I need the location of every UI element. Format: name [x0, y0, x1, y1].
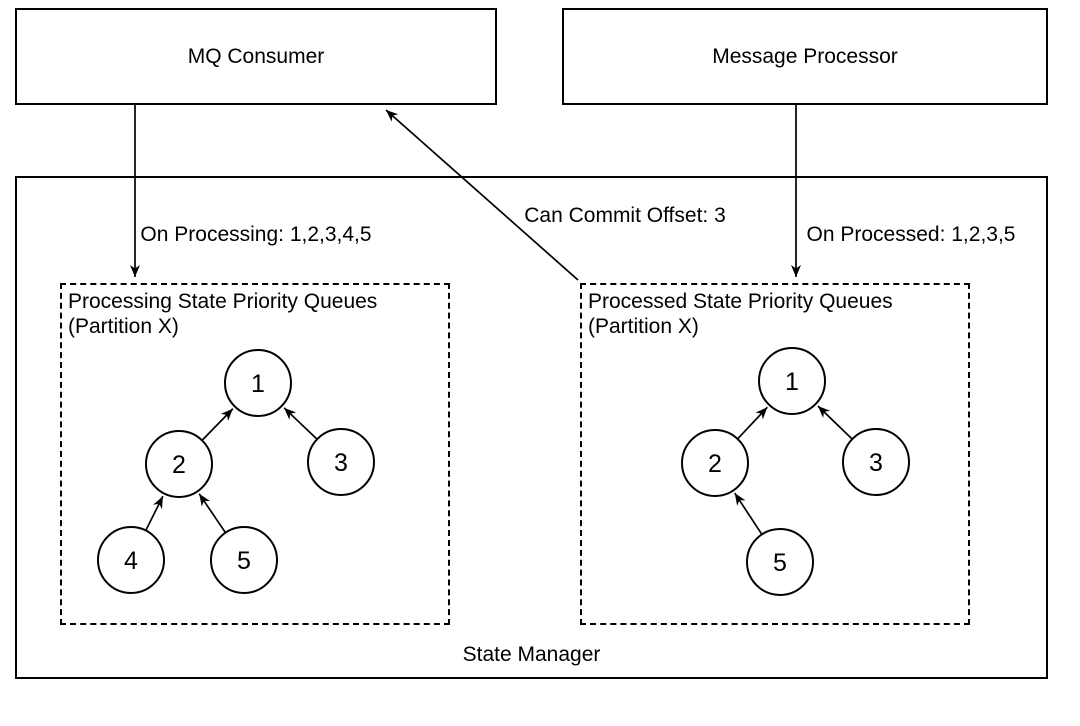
queue-node-label: 3 — [334, 449, 348, 477]
state-manager-label: State Manager — [462, 643, 601, 666]
tree-edge-2-to-1 — [736, 406, 768, 440]
processing-queue-title: Processing State Priority Queues (Partit… — [62, 285, 448, 339]
queue-node-label: 5 — [237, 547, 251, 575]
can-commit-offset-label: Can Commit Offset: 3 — [521, 204, 729, 228]
processed-priority-tree: 1 2 3 5 — [681, 347, 910, 596]
queue-node-label: 3 — [869, 449, 883, 477]
queue-title-line2: (Partition X) — [588, 315, 699, 338]
queue-node-2: 2 — [145, 430, 213, 498]
queue-node-1: 1 — [758, 347, 826, 415]
queue-node-label: 2 — [708, 450, 722, 478]
queue-node-2: 2 — [681, 429, 749, 497]
queue-node-label: 5 — [773, 549, 787, 577]
on-processed-label: On Processed: 1,2,3,5 — [803, 223, 1019, 247]
mq-consumer-box: MQ Consumer — [15, 8, 497, 105]
queue-node-5: 5 — [210, 526, 278, 594]
queue-title-line1: Processed State Priority Queues — [588, 290, 893, 313]
processed-queue-box: Processed State Priority Queues (Partiti… — [580, 283, 970, 625]
processing-priority-tree: 1 2 3 4 5 — [97, 349, 375, 594]
tree-edge-4-to-2 — [144, 495, 164, 531]
on-processing-label: On Processing: 1,2,3,4,5 — [137, 223, 375, 247]
tree-edge-3-to-1 — [817, 405, 853, 440]
mq-consumer-label: MQ Consumer — [187, 44, 325, 68]
tree-edge-5-to-2 — [734, 492, 763, 535]
queue-title-line1: Processing State Priority Queues — [68, 290, 378, 313]
queue-node-3: 3 — [307, 428, 375, 496]
queue-node-4: 4 — [97, 526, 165, 594]
queue-node-3: 3 — [842, 428, 910, 496]
queue-node-label: 1 — [251, 370, 265, 398]
tree-edge-2-to-1 — [201, 408, 234, 441]
message-processor-box: Message Processor — [562, 8, 1048, 105]
queue-node-label: 4 — [124, 547, 138, 575]
queue-node-5: 5 — [746, 528, 814, 596]
processed-queue-title: Processed State Priority Queues (Partiti… — [582, 285, 968, 339]
state-manager-box: Processing State Priority Queues (Partit… — [15, 176, 1048, 679]
tree-edge-3-to-1 — [283, 407, 318, 440]
message-processor-label: Message Processor — [712, 44, 898, 68]
queue-node-label: 2 — [172, 451, 186, 479]
queue-title-line2: (Partition X) — [68, 315, 179, 338]
queue-node-label: 1 — [785, 368, 799, 396]
processing-queue-box: Processing State Priority Queues (Partit… — [60, 283, 450, 625]
tree-edge-5-to-2 — [198, 493, 227, 534]
queue-node-1: 1 — [224, 349, 292, 417]
